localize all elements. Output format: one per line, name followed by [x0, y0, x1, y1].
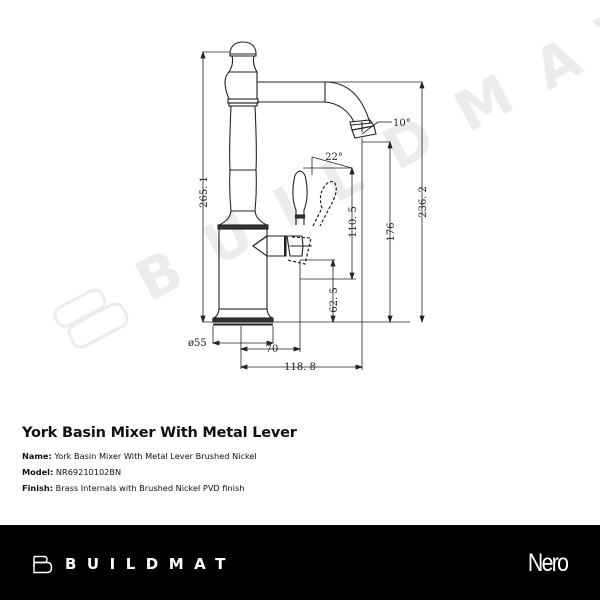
spec-name: Name: York Basin Mixer With Metal Lever … [22, 451, 582, 462]
dim-lever-reach: 70 [266, 344, 279, 355]
dim-base-diameter: ø55 [188, 338, 207, 349]
dim-lever-height: 110. 5 [348, 206, 359, 238]
product-title: York Basin Mixer With Metal Lever [22, 425, 297, 441]
faucet-outline [212, 41, 377, 326]
spec-model: Model: NR69210102BN [22, 467, 582, 478]
brand-name: BUILDMAT [65, 555, 236, 573]
spec-name-label: Name: [22, 451, 52, 461]
spec-model-label: Model: [22, 467, 54, 477]
dim-outlet-height: 176 [386, 222, 397, 241]
dim-spout-reach: 118. 8 [284, 362, 316, 373]
spec-model-value: NR69210102BN [55, 467, 122, 477]
dim-aerator-angle: 10° [393, 118, 411, 129]
dim-lever-angle: 22° [325, 152, 343, 163]
faucet-diagram: BUILDMAT [53, 0, 600, 373]
dim-spout-height: 236. 2 [418, 186, 429, 218]
partner-logo-nero: Nero [527, 549, 569, 577]
dim-overall-height: 265. 1 [199, 176, 210, 208]
spec-finish-value: Brass Internals with Brushed Nickel PVD … [55, 483, 245, 493]
dim-lever-base-height: 62. 5 [329, 287, 340, 312]
watermark-text: BUILDMAT [126, 0, 600, 315]
watermark: BUILDMAT [53, 0, 600, 349]
buildmat-logo-icon [33, 555, 53, 573]
brand-logo-group: BUILDMAT [33, 553, 236, 575]
dimension-labels: 265. 1 236. 2 176 110. 5 62. 5 ø55 70 11… [188, 118, 429, 373]
lever-alt-position [286, 180, 337, 265]
product-info: York Basin Mixer With Metal Lever Name: … [22, 425, 582, 499]
spec-name-value: York Basin Mixer With Metal Lever Brushe… [54, 451, 257, 461]
spec-finish: Finish: Brass Internals with Brushed Nic… [22, 483, 582, 494]
footer-bar: BUILDMAT Nero [0, 525, 600, 600]
spec-finish-label: Finish: [22, 483, 54, 493]
technical-drawing: BUILDMAT [53, 0, 600, 373]
dimension-lines [200, 50, 425, 370]
